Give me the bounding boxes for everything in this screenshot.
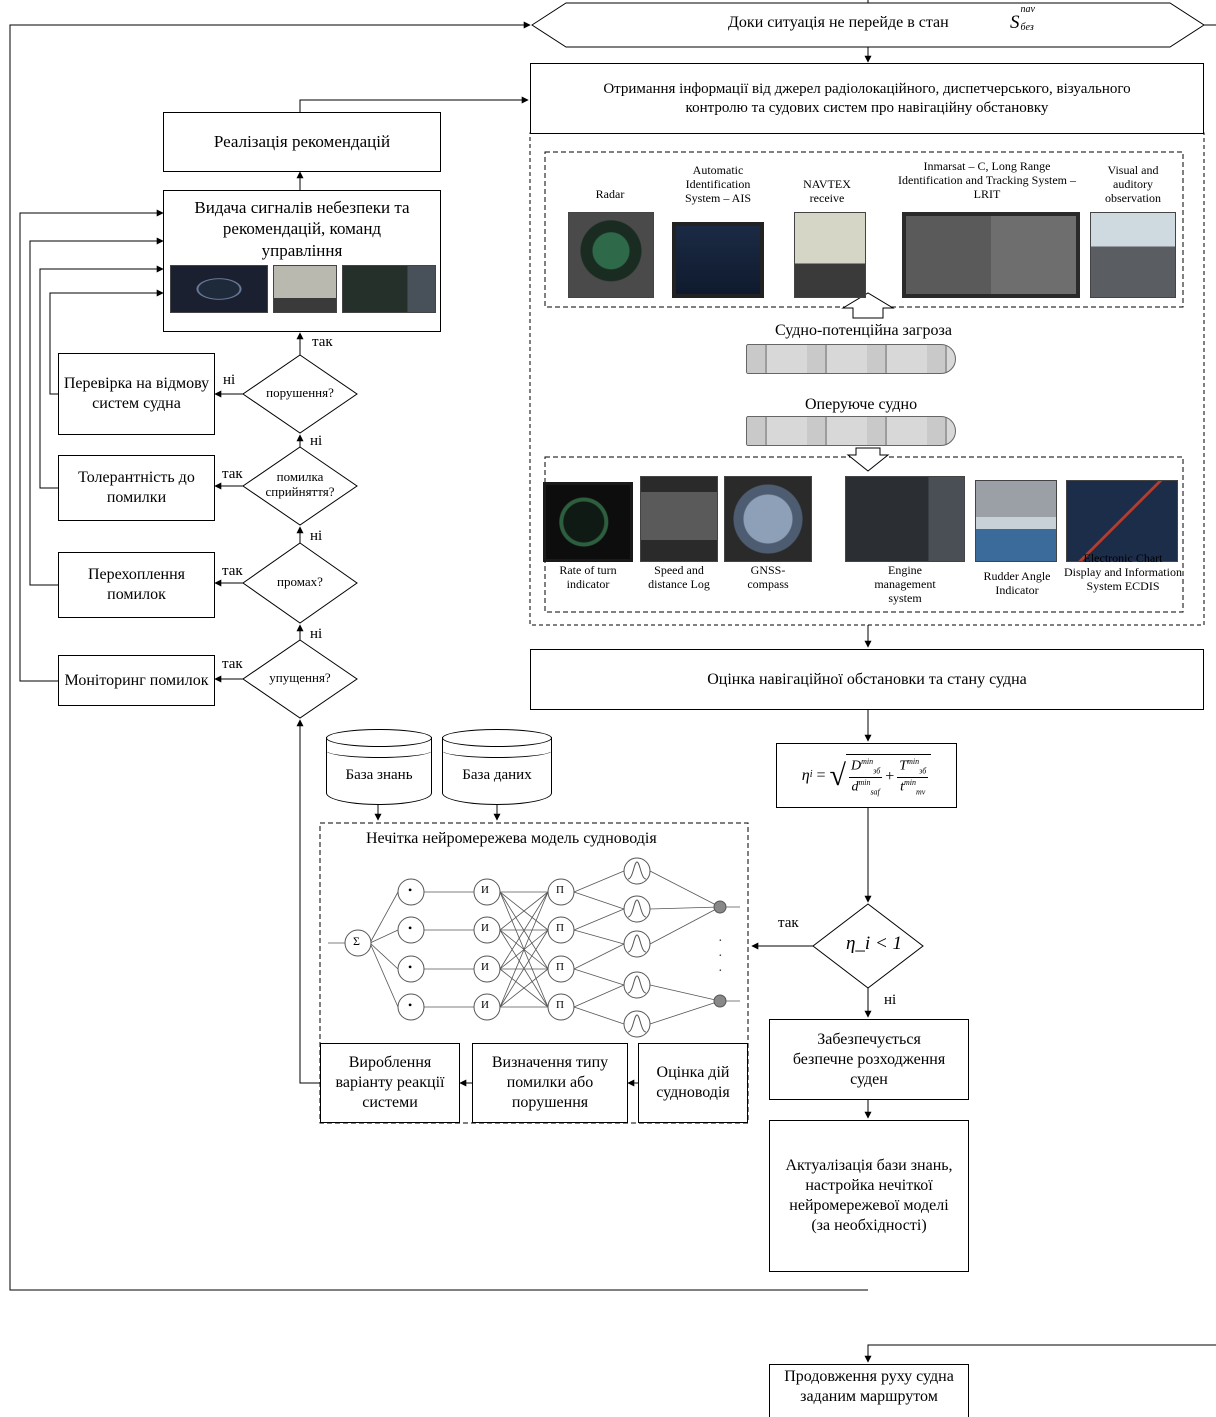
info-sources-box: Отримання інформації від джерел радіолок… (530, 63, 1204, 134)
miss-question: промах? (277, 574, 323, 589)
label-no-perception: ні (310, 433, 323, 449)
sensor-caption-visual: Visual and auditory observation (1105, 163, 1161, 205)
check-failure-box: Перевірка на відмову систем судна (58, 353, 215, 435)
assessment-box: Оцінка навігаційної обстановки та стану … (530, 649, 1204, 710)
omission-question: упущення? (269, 670, 331, 685)
continue-entry-line (864, 1344, 1216, 1363)
update-kb-box: Актуалізація бази знань, настройка нечіт… (769, 1120, 969, 1272)
rate-of-turn-image (543, 482, 633, 562)
label-no-miss: ні (310, 528, 323, 544)
signals-radar-image (170, 265, 268, 313)
svg-text:·: · (718, 964, 723, 979)
neural-network (328, 870, 740, 1025)
label-yes-perception: так (222, 466, 243, 482)
navtex-image (794, 212, 866, 298)
nn-prod-label-2: П (556, 922, 564, 934)
nn-and-label-2: И (481, 922, 489, 934)
tolerance-box: Толерантність до помилки (58, 455, 215, 521)
label-no-omission: ні (310, 626, 323, 642)
sensor-caption-inmarsat: Inmarsat – C, Long Range Identification … (898, 159, 1076, 201)
radar-image (568, 212, 654, 298)
nn-sum-node (344, 929, 372, 957)
nn-and-nodes (473, 878, 501, 1021)
sensor-caption-log: Speed and distance Log (648, 563, 710, 591)
nn-dot-label-4: • (408, 998, 413, 1012)
rudder-angle-image (975, 480, 1057, 562)
speed-log-image (640, 476, 718, 562)
monitoring-box: Моніторинг помилок (58, 655, 215, 706)
nn-and-label-3: И (481, 961, 489, 973)
decision-eta-text: η_i < 1 (846, 933, 903, 954)
signals-display-image (273, 265, 337, 313)
nn-sum-label: Σ (353, 934, 360, 948)
engine-management-image (845, 476, 965, 562)
safe-pass-box: Забезпечується безпечне розходження суде… (769, 1019, 969, 1100)
label-yes-violation: так (312, 334, 333, 350)
model-dashed-box (319, 822, 749, 1124)
nn-dot-label-2: • (408, 921, 413, 935)
nn-and-label-4: И (481, 999, 489, 1011)
nn-dot-nodes (397, 878, 425, 1021)
ais-image (672, 222, 764, 298)
inmarsat-image (902, 212, 1080, 298)
nn-prod-label-3: П (556, 961, 564, 973)
nn-prod-label-1: П (556, 884, 564, 896)
nn-input-nodes: · · · (713, 900, 727, 1008)
svg-text:·: · (718, 934, 723, 949)
visual-observation-image (1090, 212, 1176, 298)
hollow-arrow-up (841, 292, 895, 319)
loop-condition-text: Доки ситуація не перейде в стан (728, 14, 949, 31)
continue-box: Продовження руху судна заданим маршрутом (769, 1364, 969, 1417)
label-no-violation: ні (223, 372, 236, 388)
error-type-box: Визначення типу помилки або порушення (472, 1043, 628, 1123)
outer-loop-line (9, 21, 868, 1291)
sensor-caption-ecdis: Electronic Chart Display and Information… (1064, 551, 1182, 593)
signals-engine-image (342, 265, 436, 313)
hollow-arrow-down (846, 447, 890, 472)
nn-gauss-curves (627, 861, 647, 1033)
implement-box: Реалізація рекомендацій (163, 112, 441, 172)
model-title: Нечітка нейромережева модель судноводія (366, 830, 657, 847)
evaluation-box: Оцінка дій судноводія (638, 1043, 748, 1123)
diamond-omission (242, 639, 358, 719)
nn-gauss-nodes (623, 857, 651, 1038)
nn-dot-label-1: • (408, 883, 413, 897)
violation-question: порушення? (266, 385, 334, 400)
sensor-caption-gnss: GNSS-compass (747, 563, 789, 591)
response-box: Вироблення варіанту реакції системи (320, 1043, 460, 1123)
nn-prod-nodes (547, 878, 575, 1021)
sensor-caption-navtex: NAVTEX receive (803, 177, 851, 205)
diamond-perception (242, 446, 358, 526)
sensor-caption-ais: Automatic Identification System – AIS (684, 163, 751, 205)
knowledge-base-cylinder: База знань (326, 729, 432, 805)
own-ship-label: Оперуюче судно (805, 396, 918, 413)
perception-question: помилка сприйняття? (265, 469, 335, 499)
database-cylinder: База даних (442, 729, 552, 805)
svg-text:·: · (718, 949, 723, 964)
diamond-miss (242, 542, 358, 624)
threat-ship-label: Судно-потенційна загроза (775, 322, 952, 339)
sensor-caption-rot: Rate of turn indicator (559, 563, 617, 591)
sensor-caption-radar: Radar (595, 187, 625, 201)
sensor-caption-rudder: Rudder Angle Indicator (983, 569, 1051, 597)
threat-ship-image (746, 344, 956, 374)
nn-and-label-1: И (481, 884, 489, 896)
decision-eta-no: ні (884, 992, 897, 1008)
own-ship-image (746, 416, 956, 446)
nn-prod-label-4: П (556, 999, 564, 1011)
gnss-compass-image (724, 476, 812, 562)
decision-eta-yes: так (778, 915, 799, 931)
diamond-violation (242, 354, 358, 434)
sensor-caption-engine: Engine management system (874, 563, 936, 605)
ecdis-image (1066, 480, 1178, 562)
nn-dot-label-3: • (408, 960, 413, 974)
label-yes-miss: так (222, 563, 243, 579)
label-yes-omission: так (222, 656, 243, 672)
interception-box: Перехоплення помилок (58, 552, 215, 618)
